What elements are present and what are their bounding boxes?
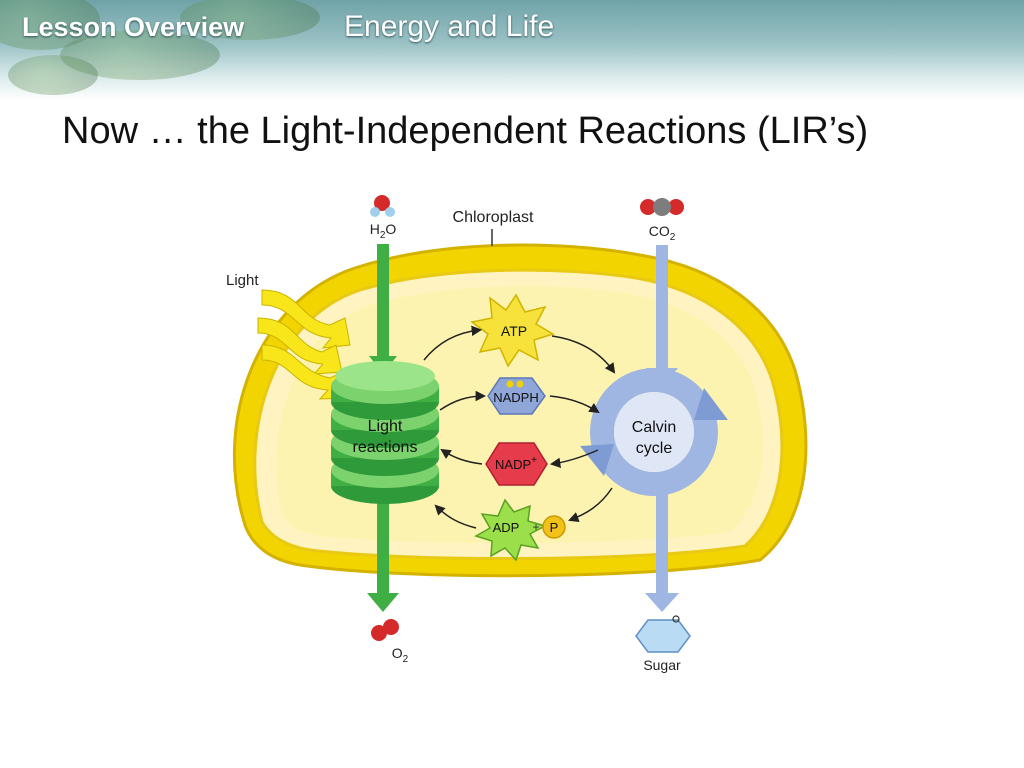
carbon-dioxide-label: CO2 (649, 223, 676, 243)
nadp-hexagon (485, 442, 548, 486)
lesson-overview-label: Lesson Overview (22, 12, 245, 42)
arrow-light-to-atp (423, 325, 483, 361)
nadp-label: NADP+ (495, 455, 537, 472)
arrow-light-to-nadph (439, 390, 487, 411)
light-reactions-label-line1: Light (368, 418, 403, 435)
phosphate-circle (542, 515, 566, 539)
light-rays-icon (257, 289, 351, 400)
atp-burst (470, 293, 555, 368)
water-label: H2O (370, 221, 397, 241)
oxygen-label: O2 (392, 645, 409, 665)
arrow-nadph-to-calvin (549, 395, 600, 414)
arrow-atp-to-calvin (551, 335, 616, 374)
light-reactions-thylakoid-stack (331, 361, 439, 504)
water-molecule-icon (370, 195, 395, 217)
oxygen-molecule-icon (371, 619, 399, 641)
chloroplast-label: Chloroplast (453, 209, 534, 226)
calvin-cycle-ring (580, 368, 728, 496)
adp-label: ADP (493, 520, 520, 535)
arrow-calvin-to-adp (568, 487, 613, 522)
leaf-decoration (180, 0, 320, 40)
calvin-cycle-label-line1: Calvin (632, 419, 676, 436)
slide-header: Lesson Overview Energy and Life (0, 0, 1024, 100)
slide-title: Now … the Light-Independent Reactions (L… (62, 110, 869, 152)
adp-burst (474, 498, 547, 562)
energy-flow-arrows (423, 325, 616, 529)
leaf-decoration (60, 30, 220, 80)
lesson-topic: Energy and Life (344, 10, 555, 43)
light-label: Light (226, 272, 259, 289)
light-reactions-label-line2: reactions (353, 439, 418, 456)
phosphate-label: P (550, 520, 559, 535)
sugar-ring-icon (635, 615, 691, 653)
leaf-decoration (8, 55, 98, 95)
nadph-hexagon (487, 377, 546, 415)
sugar-label: Sugar (643, 657, 681, 673)
carbon-dioxide-molecule-icon (640, 198, 684, 216)
arrow-calvin-to-nadp (549, 449, 599, 469)
atp-label: ATP (501, 323, 527, 339)
arrow-adp-to-light (434, 504, 477, 529)
nadph-label: NADPH (493, 390, 539, 405)
plus-sign: + (532, 520, 539, 534)
arrow-nadp-to-light (440, 448, 483, 465)
calvin-cycle-label-line2: cycle (636, 440, 673, 457)
